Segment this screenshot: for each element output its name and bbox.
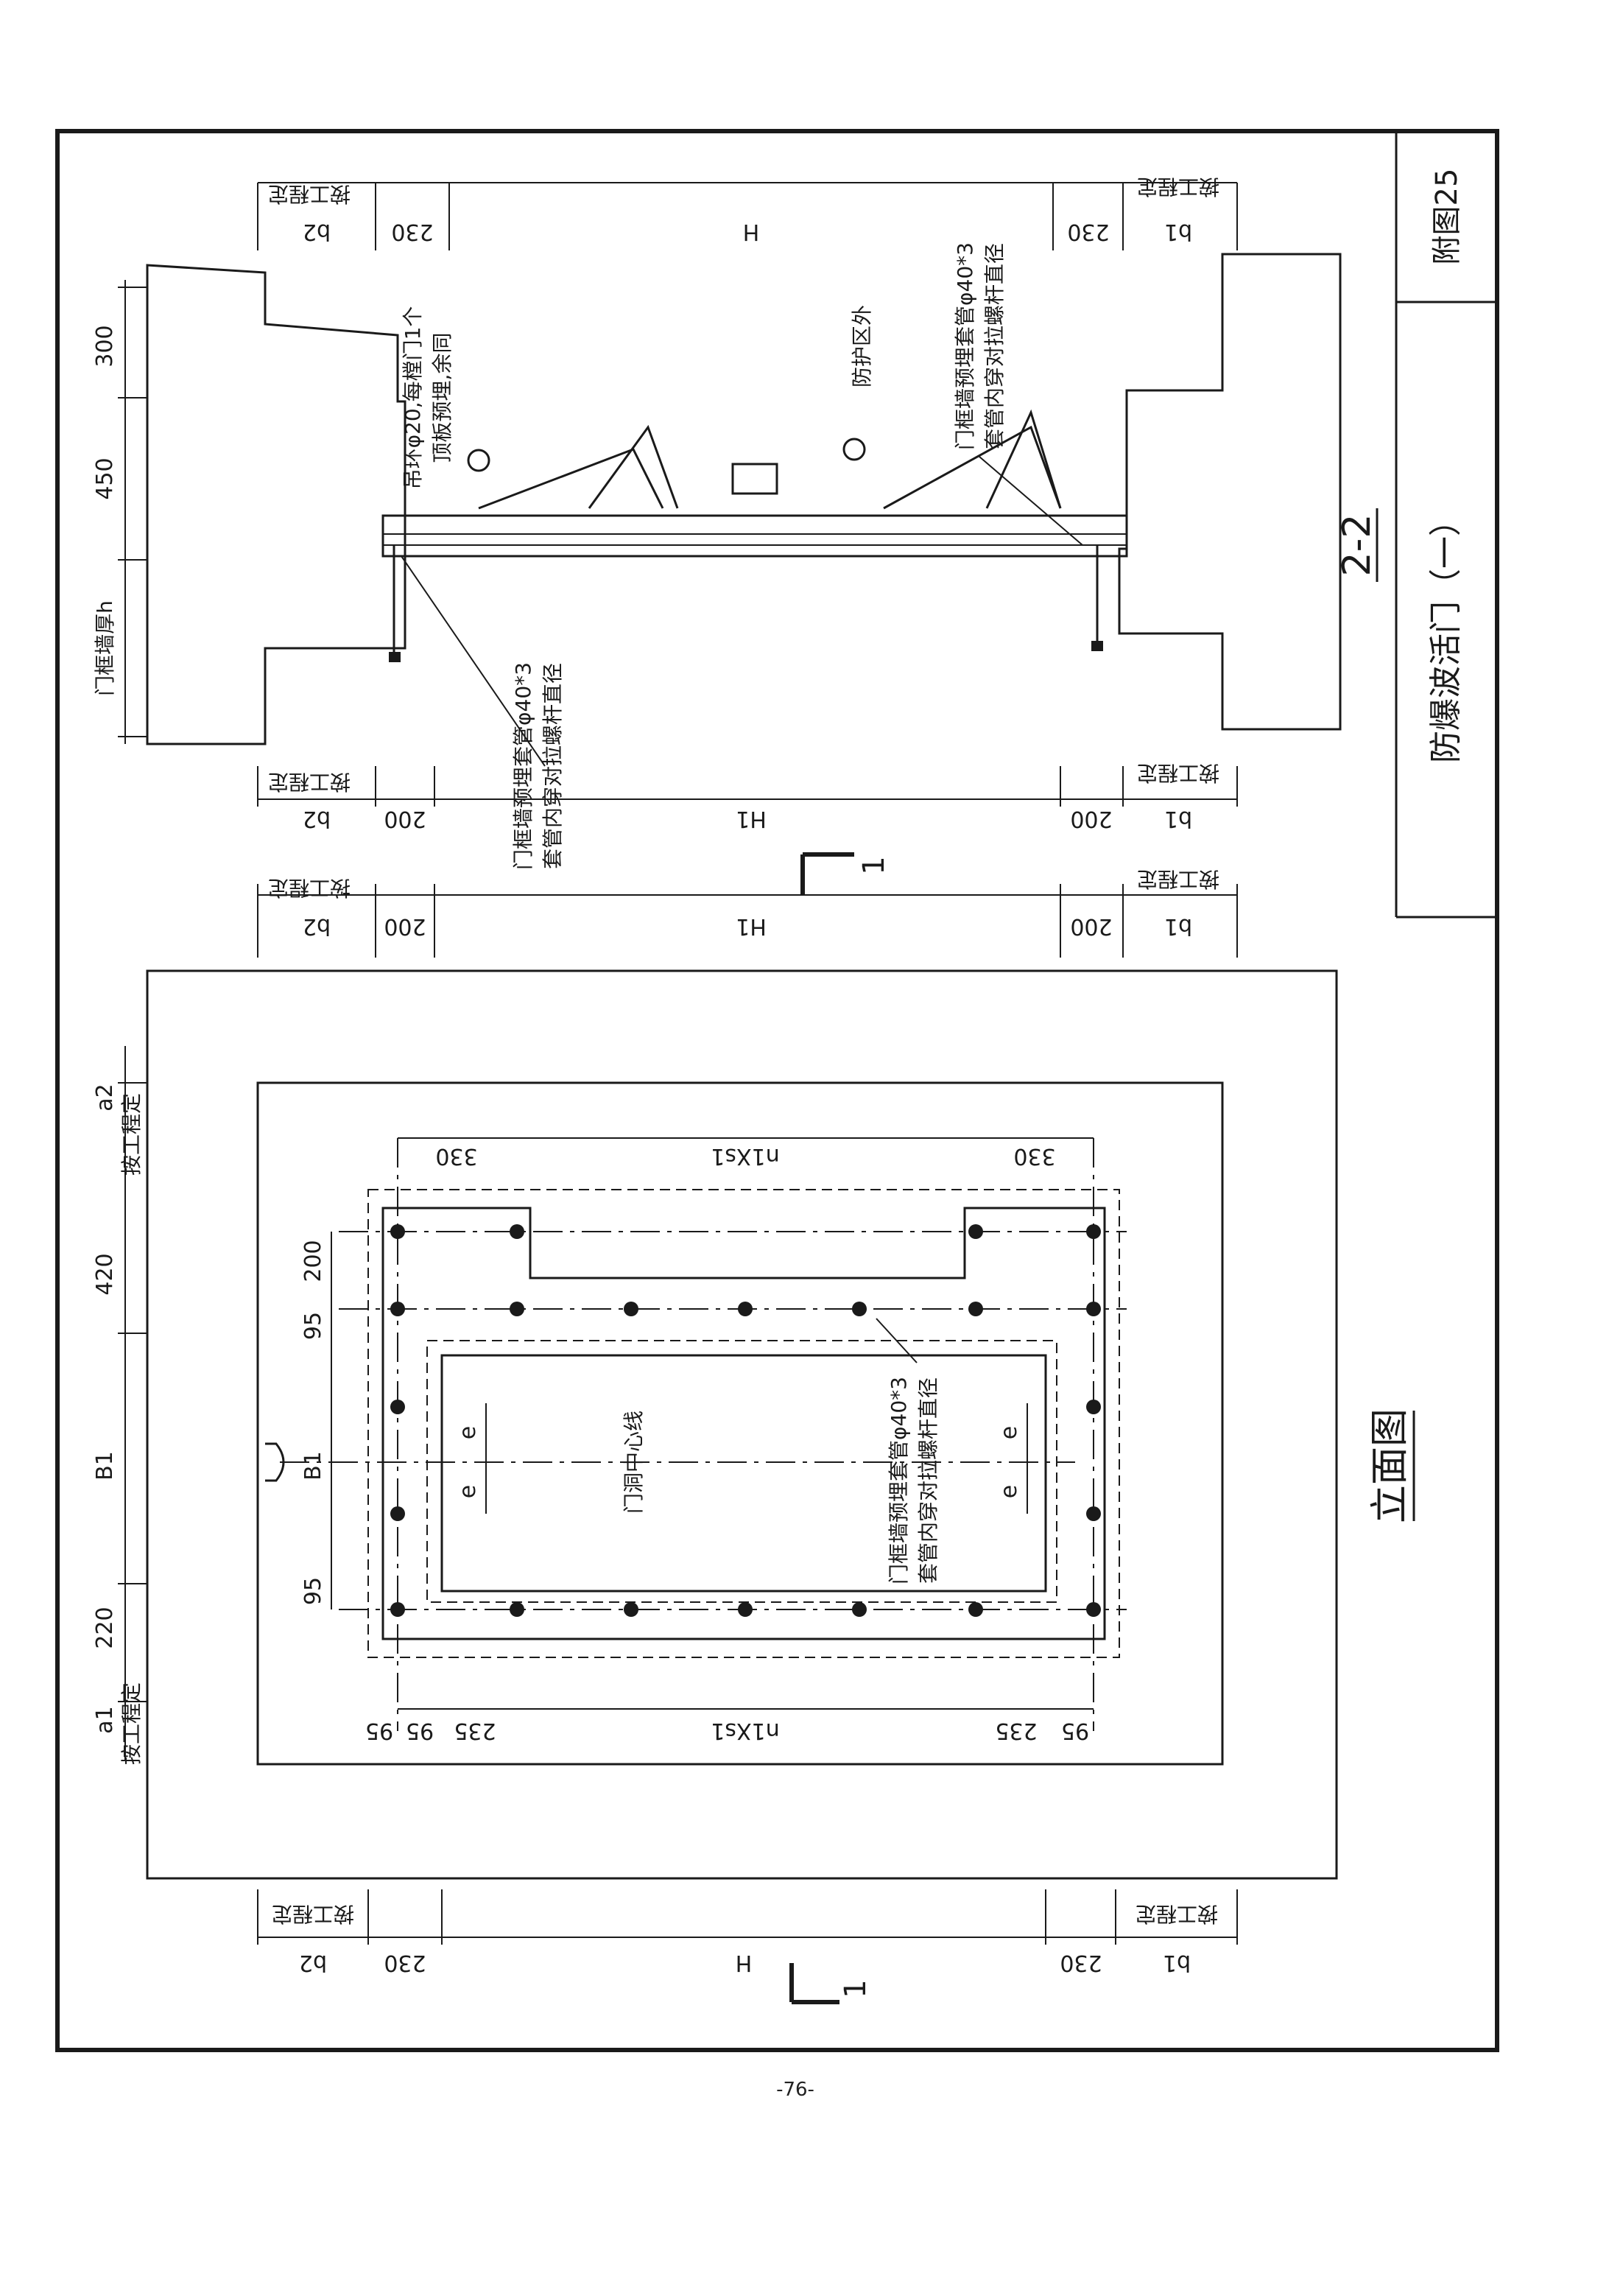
- sec-bot-ceiling-r: 按工程定: [1137, 761, 1219, 785]
- page-number: -76-: [776, 2079, 814, 2101]
- sec-bot-200b: 200: [1070, 806, 1112, 832]
- lifting-ring-icon: [265, 1442, 285, 1482]
- svg-text:n1Xs1: n1Xs1: [711, 1718, 779, 1744]
- svg-text:e: e: [455, 1426, 481, 1439]
- sec-sleeve-right: 门框墙预埋套管φ40*3: [953, 242, 977, 450]
- svg-text:H: H: [736, 1950, 753, 1976]
- svg-text:a1: a1: [92, 1706, 118, 1733]
- sec-top-b1: b1: [1164, 219, 1192, 245]
- svg-text:e: e: [455, 1485, 481, 1498]
- sec-bot-ceiling-l: 按工程定: [268, 770, 351, 794]
- svg-text:420: 420: [92, 1253, 118, 1295]
- section-left-wall: [146, 264, 406, 745]
- sec-bot-b1: b1: [1164, 806, 1192, 832]
- svg-text:330: 330: [435, 1143, 477, 1169]
- door-frame-outer: [367, 1189, 1120, 1658]
- door-opening: [256, 1081, 1224, 1766]
- sec-top-230b: 230: [1067, 219, 1109, 245]
- drawing-frame: [55, 129, 1499, 2052]
- section-mark-1-upper: 1: [800, 852, 891, 895]
- svg-text:b2: b2: [299, 1950, 327, 1976]
- svg-text:95: 95: [300, 1312, 326, 1340]
- title-block: 附图25 防爆波活门（一）: [1395, 131, 1497, 919]
- svg-text:B1: B1: [92, 1451, 118, 1481]
- sec-top-ceiling-r: 按工程定: [1137, 175, 1219, 199]
- svg-text:1: 1: [857, 856, 891, 874]
- drawing-number: 附图25: [1430, 169, 1464, 265]
- svg-text:按工程定: 按工程定: [119, 1682, 144, 1765]
- svg-text:按工程定: 按工程定: [119, 1093, 144, 1176]
- section-label: 2-2: [1335, 514, 1379, 577]
- svg-text:330: 330: [1013, 1143, 1055, 1169]
- elev-sleeve: 门框墙预埋套管φ40*3: [887, 1377, 911, 1584]
- svg-text:200: 200: [300, 1240, 326, 1282]
- svg-text:230: 230: [1060, 1950, 1102, 1976]
- svg-text:235: 235: [454, 1718, 496, 1744]
- sec-dim-300: 300: [92, 325, 118, 367]
- svg-text:230: 230: [384, 1950, 426, 1976]
- sec-top-230: 230: [391, 219, 433, 245]
- svg-text:e: e: [996, 1485, 1022, 1498]
- elevation-view: 门洞中心线 门框墙预埋套管φ40*3 套管内穿对拉螺杆直径 e e e e a2…: [92, 969, 1415, 1880]
- door-frame-solid: [381, 1207, 1106, 1640]
- svg-text:95: 95: [1061, 1718, 1089, 1744]
- mid-dimension-row: b2 200 H1 200 b1 按工程定 按工程定: [257, 867, 1238, 958]
- sec-wall-thickness: 门框墙厚h: [93, 600, 117, 696]
- sec-bot-b2: b2: [303, 806, 331, 832]
- svg-text:按工程定: 按工程定: [1137, 867, 1219, 891]
- svg-text:b2: b2: [303, 913, 331, 939]
- svg-text:按工程定: 按工程定: [272, 1902, 354, 1926]
- sec-bot-H1: H1: [736, 806, 767, 832]
- svg-text:a2: a2: [92, 1084, 118, 1111]
- sec-protected-outside: 防护区外: [850, 305, 874, 387]
- sec-lifting-ring-2: 顶板预埋,余同: [430, 333, 454, 463]
- svg-text:200: 200: [1070, 913, 1112, 939]
- svg-text:n1Xs1: n1Xs1: [711, 1143, 779, 1169]
- door-leaf: [440, 1354, 1047, 1593]
- svg-text:按工程定: 按工程定: [268, 876, 351, 900]
- svg-text:e: e: [996, 1426, 1022, 1439]
- door-leaf-dashed: [426, 1340, 1057, 1603]
- anchor-bolts: [390, 1224, 1101, 1617]
- section-right-wall: [1118, 253, 1342, 731]
- sec-bot-200: 200: [384, 806, 426, 832]
- drawing-title: 防爆波活门（一）: [1427, 504, 1465, 763]
- elev-sleeve-2: 套管内穿对拉螺杆直径: [916, 1377, 940, 1584]
- svg-text:95: 95: [300, 1577, 326, 1605]
- svg-text:b1: b1: [1164, 913, 1192, 939]
- svg-text:按工程定: 按工程定: [1136, 1902, 1218, 1926]
- sec-top-ceiling-l: 按工程定: [268, 182, 351, 206]
- sec-top-H: H: [743, 219, 760, 245]
- svg-text:95: 95: [365, 1718, 393, 1744]
- svg-text:H1: H1: [736, 913, 767, 939]
- sec-dim-450: 450: [92, 457, 118, 499]
- svg-text:200: 200: [384, 913, 426, 939]
- svg-text:220: 220: [92, 1607, 118, 1649]
- svg-text:b1: b1: [1163, 1950, 1191, 1976]
- bottom-dimension-row: b2 230 H 230 b1 按工程定 按工程定 1: [257, 1889, 1238, 2004]
- svg-text:235: 235: [995, 1718, 1037, 1744]
- sec-lifting-ring: 吊环φ20,每樘门1个: [401, 306, 425, 490]
- elev-center-line: 门洞中心线: [622, 1411, 646, 1514]
- sec-top-b2: b2: [303, 219, 331, 245]
- svg-text:1: 1: [839, 1979, 873, 1998]
- sec-sleeve-right-2: 套管内穿对拉螺杆直径: [982, 243, 1007, 449]
- sec-sleeve-left: 门框墙预埋套管φ40*3: [511, 662, 535, 870]
- elevation-label: 立面图: [1368, 1408, 1412, 1523]
- svg-text:B1: B1: [300, 1451, 326, 1481]
- svg-text:95: 95: [406, 1718, 434, 1744]
- section-door-leaf: [381, 514, 1128, 558]
- section-2-2: b2 230 H 230 b1 按工程定 按工程定 300 450 门框墙厚h …: [92, 175, 1379, 870]
